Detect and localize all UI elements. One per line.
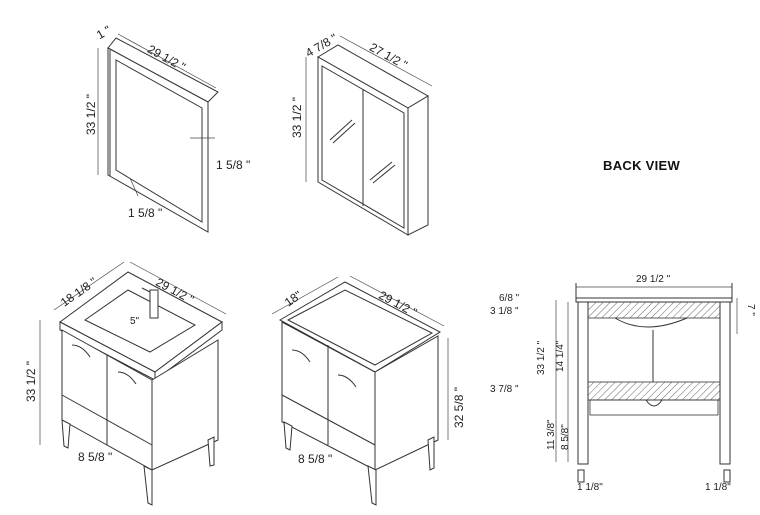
back-view-drawing [555, 283, 738, 483]
back-width-label: 29 1/2 " [636, 274, 671, 285]
cabinet-height-label: 33 1/2 " [290, 97, 304, 138]
apron-label: 3 1/8 " [490, 306, 519, 317]
cabinet-base-leg-spacing-label: 8 5/8 " [298, 452, 333, 466]
top-thickness-label: 6/8 " [499, 293, 520, 304]
mirror-height-label: 33 1/2 " [84, 94, 98, 135]
vanity-with-top-drawing [39, 261, 227, 506]
vanity-height-label: 33 1/2 " [24, 361, 38, 402]
back-total-height-label: 33 1/2 " [536, 340, 547, 375]
mirror-frame-bottom-label: 1 5/8 " [128, 206, 163, 220]
mirror-frame-side-label: 1 5/8 " [216, 158, 251, 172]
to-shelf-height-label: 11 3/8" [546, 419, 557, 450]
right-leg-width-label: 1 1/8" [705, 482, 731, 493]
opening-height-label: 14 1/4" [555, 340, 566, 372]
medicine-cabinet-drawing [305, 35, 433, 236]
vanity-leg-spacing-label: 8 5/8 " [78, 450, 113, 464]
sink-depth-label: 7 " [745, 304, 756, 316]
back-view-title: BACK VIEW [603, 158, 681, 173]
vanity-cabinet-drawing [271, 275, 449, 506]
mirror-drawing [97, 33, 219, 233]
cabinet-base-height-label: 32 5/8 " [452, 387, 466, 428]
back-leg-height-label: 8 5/8" [560, 424, 571, 450]
left-leg-width-label: 1 1/8" [577, 482, 603, 493]
faucet-height-label: 5" [130, 316, 140, 327]
shelf-thickness-label: 3 7/8 " [490, 384, 519, 395]
